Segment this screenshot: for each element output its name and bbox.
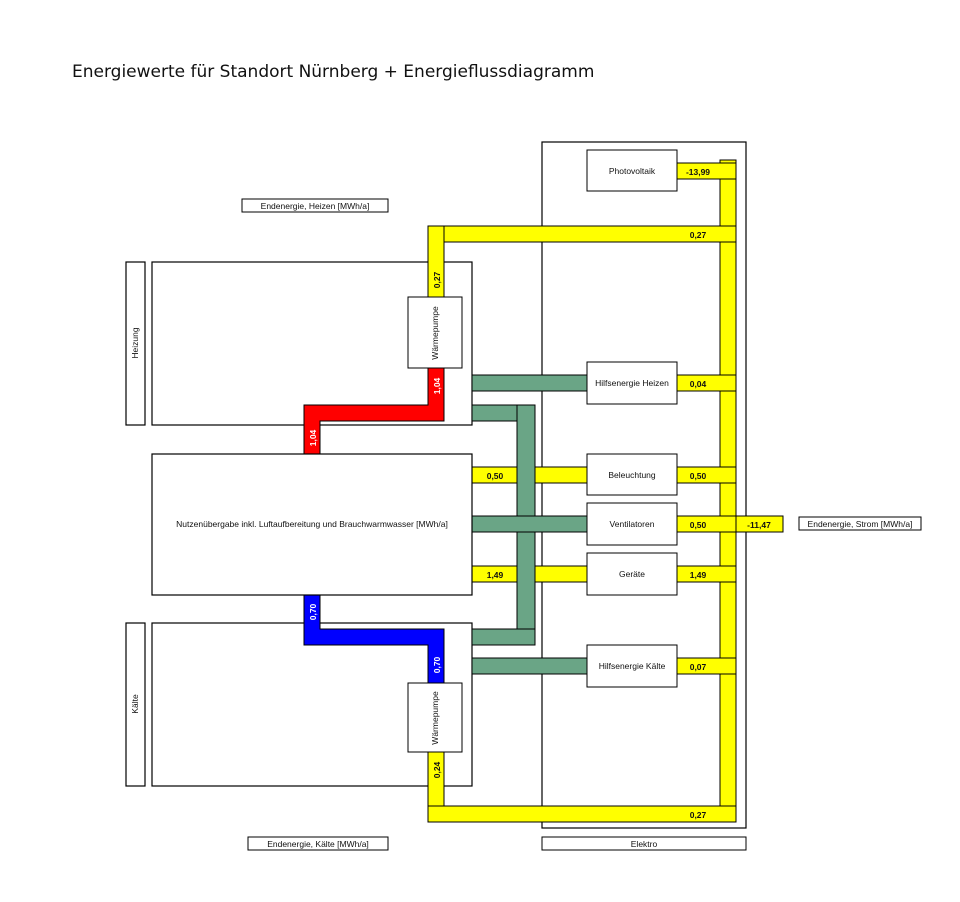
endenergie-strom-label: Endenergie, Strom [MWh/a] bbox=[808, 519, 913, 529]
value-kaelte-blue-top: 0,70 bbox=[308, 603, 318, 620]
hilfsenergie-heizen-box bbox=[586, 361, 678, 405]
beleuchtung-label: Beleuchtung bbox=[608, 470, 656, 480]
geraete-label: Geräte bbox=[619, 569, 645, 579]
photovoltaik-label: Photovoltaik bbox=[609, 166, 656, 176]
waermepumpe-kaelte-box bbox=[407, 682, 463, 753]
ventilatoren-strom-flow bbox=[676, 515, 737, 533]
ventilatoren-label: Ventilatoren bbox=[610, 519, 655, 529]
value-heizen-red-top: 1,04 bbox=[432, 377, 442, 394]
value-wp-heizen-top: 0,27 bbox=[432, 271, 442, 288]
beleuchtung-box bbox=[586, 453, 678, 496]
waermepumpe-heizen-label: Wärmepumpe bbox=[430, 306, 440, 360]
value-heizen-red-bottom: 1,04 bbox=[308, 429, 318, 446]
value-geraete-left: 1,49 bbox=[487, 570, 504, 580]
endenergie-kaelte-box bbox=[247, 836, 389, 851]
value-strom-total: -11,47 bbox=[747, 520, 771, 530]
endenergie-heizen-box bbox=[241, 198, 389, 213]
ventilatoren-flow bbox=[471, 515, 588, 533]
endenergie-strom-box bbox=[798, 516, 922, 531]
nutzen-box bbox=[151, 453, 473, 596]
waermepumpe-heizen-box bbox=[407, 296, 463, 369]
elektro-box bbox=[541, 836, 747, 851]
ventilatoren-box bbox=[586, 502, 678, 546]
hilfsenergie-heizen-label: Hilfsenergie Heizen bbox=[595, 378, 669, 388]
hilfs-heizen-flow bbox=[471, 374, 588, 392]
value-wp-kaelte-strom: 0,27 bbox=[690, 810, 707, 820]
hilfs-heizen-strom-flow bbox=[676, 374, 737, 392]
endenergie-kaelte-label: Endenergie, Kälte [MWh/a] bbox=[267, 839, 369, 849]
strom-main-bus bbox=[719, 159, 737, 823]
value-kaelte-blue-bottom: 0,70 bbox=[432, 656, 442, 673]
value-beleuchtung-right: 0,50 bbox=[690, 471, 707, 481]
endenergie-heizen-label: Endenergie, Heizen [MWh/a] bbox=[261, 201, 370, 211]
page-title: Energiewerte für Standort Nürnberg + Ene… bbox=[72, 62, 595, 82]
value-pv: -13,99 bbox=[686, 167, 710, 177]
hilfsenergie-kaelte-label: Hilfsenergie Kälte bbox=[599, 661, 666, 671]
wp-kaelte-strom-flow bbox=[427, 805, 737, 823]
heizung-side-box bbox=[125, 261, 146, 426]
kaelte-side-box bbox=[125, 622, 146, 787]
value-wp-kaelte-side: 0,24 bbox=[432, 761, 442, 778]
value-hilfsenergie-heizen: 0,04 bbox=[690, 379, 707, 389]
hilfsenergie-network bbox=[471, 374, 588, 675]
hilfs-kaelte-flow bbox=[471, 657, 588, 675]
value-geraete-right: 1,49 bbox=[690, 570, 707, 580]
nutzen-label: Nutzenübergabe inkl. Luftaufbereitung un… bbox=[176, 519, 448, 529]
kaelte-label: Kälte bbox=[130, 694, 140, 714]
geraete-box bbox=[586, 552, 678, 596]
hilfs-kaelte-strom-flow bbox=[676, 657, 737, 675]
value-wp-heizen-strom: 0,27 bbox=[690, 230, 707, 240]
strom-total-flow bbox=[735, 515, 784, 533]
hilfs-kaelte-branch bbox=[471, 628, 536, 646]
value-beleuchtung-left: 0,50 bbox=[487, 471, 504, 481]
hilfsenergie-kaelte-box bbox=[586, 644, 678, 688]
photovoltaik-box bbox=[586, 149, 678, 192]
waermepumpe-kaelte-label: Wärmepumpe bbox=[430, 691, 440, 745]
elektro-label: Elektro bbox=[631, 839, 658, 849]
value-hilfsenergie-kaelte: 0,07 bbox=[690, 662, 707, 672]
heizung-label: Heizung bbox=[130, 327, 140, 358]
value-ventilatoren: 0,50 bbox=[690, 520, 707, 530]
